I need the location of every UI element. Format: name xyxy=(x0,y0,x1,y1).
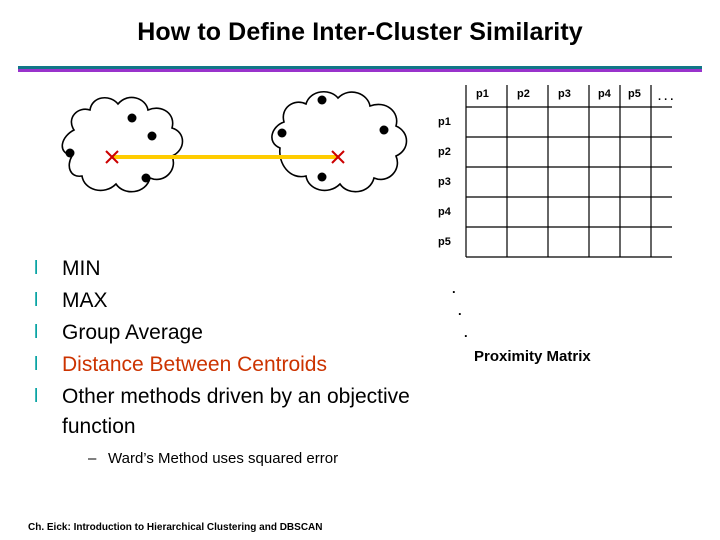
matrix-row-header-p4: p4 xyxy=(438,206,451,218)
bullet-marker-icon: l xyxy=(34,258,39,279)
matrix-row-ellipsis-dot: . xyxy=(464,325,468,340)
data-point xyxy=(317,172,327,182)
sub-list-item: – Ward’s Method uses squared error xyxy=(88,448,338,470)
bullet-text: Distance Between Centroids xyxy=(62,353,327,376)
bullet-marker-icon: l xyxy=(34,386,39,407)
matrix-row-header-p2: p2 xyxy=(438,146,451,158)
proximity-matrix: p1 p2 p3 p4 p5 . . . p1 p2 p3 p4 p5 xyxy=(434,85,674,270)
left-centroid-marker xyxy=(105,150,119,164)
bullet-marker-icon: l xyxy=(34,354,39,375)
matrix-col-header-p4: p4 xyxy=(598,88,611,100)
divider-rule-teal xyxy=(18,66,702,69)
matrix-row-ellipsis-dot: . xyxy=(452,281,456,296)
list-item: l Group Average xyxy=(28,318,458,348)
bullet-marker-icon: l xyxy=(34,290,39,311)
matrix-col-header-p5: p5 xyxy=(628,88,641,100)
footer-credit: Ch. Eick: Introduction to Hierarchical C… xyxy=(28,522,323,533)
matrix-row-header-p1: p1 xyxy=(438,116,451,128)
page-title: How to Define Inter-Cluster Similarity xyxy=(137,18,583,46)
proximity-matrix-caption: Proximity Matrix xyxy=(474,348,591,365)
data-point xyxy=(65,148,75,158)
matrix-row-ellipsis-dot: . xyxy=(458,303,462,318)
matrix-col-ellipsis: . . . xyxy=(658,91,674,103)
list-item: l MIN xyxy=(28,254,458,284)
cluster-diagram xyxy=(40,78,440,218)
matrix-row-header-p5: p5 xyxy=(438,236,451,248)
data-point xyxy=(379,125,389,135)
data-point xyxy=(141,173,151,183)
sub-bullet-dash-icon: – xyxy=(88,450,97,467)
matrix-row-header-p3: p3 xyxy=(438,176,451,188)
divider-rule-purple xyxy=(18,69,702,72)
list-item: l Other methods driven by an objective f… xyxy=(28,382,458,442)
bullet-text: MIN xyxy=(62,257,101,280)
list-item: l MAX xyxy=(28,286,458,316)
bullet-text: Group Average xyxy=(62,321,203,344)
left-cluster-outline xyxy=(61,96,184,193)
right-cluster-outline xyxy=(271,91,408,193)
matrix-col-header-p3: p3 xyxy=(558,88,571,100)
bullet-list: l MIN l MAX l Group Average l Distance B… xyxy=(28,254,458,444)
sub-bullet-text: Ward’s Method uses squared error xyxy=(108,450,339,467)
bullet-text: MAX xyxy=(62,289,108,312)
data-point xyxy=(82,136,90,144)
bullet-text: Other methods driven by an objective fun… xyxy=(62,385,410,438)
data-point xyxy=(277,128,287,138)
data-point xyxy=(317,95,327,105)
list-item: l Distance Between Centroids xyxy=(28,350,458,380)
matrix-row-ellipsis: . . . xyxy=(452,278,468,344)
matrix-col-header-p2: p2 xyxy=(517,88,530,100)
data-point xyxy=(127,113,137,123)
matrix-col-header-p1: p1 xyxy=(476,88,489,100)
right-centroid-marker xyxy=(331,150,345,164)
data-point xyxy=(147,131,157,141)
bullet-marker-icon: l xyxy=(34,322,39,343)
